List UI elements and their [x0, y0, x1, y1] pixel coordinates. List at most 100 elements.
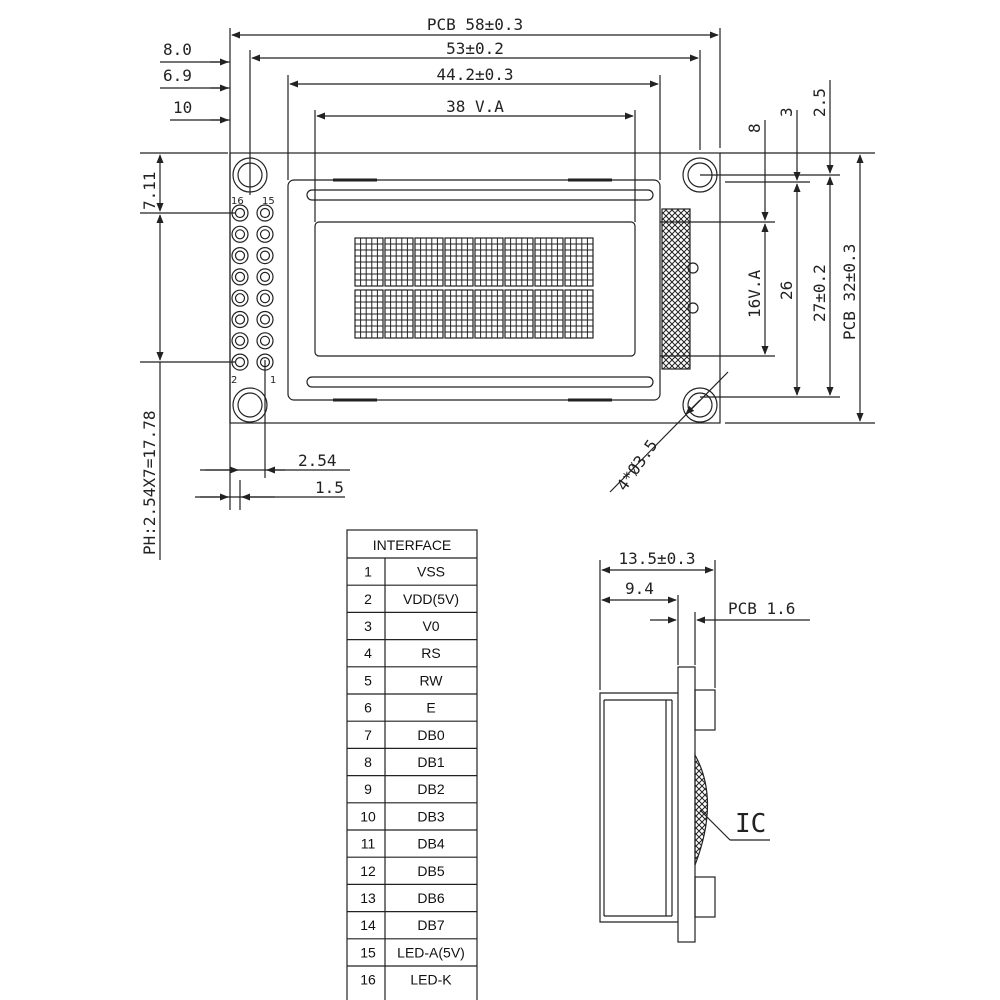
interface-title: INTERFACE — [373, 537, 452, 553]
dim-pitch: PH:2.54X7=17.78 — [140, 411, 159, 556]
interface-pin-name: LED-K — [410, 972, 452, 988]
dim-pcb-width: PCB 58±0.3 — [427, 15, 523, 34]
dim-top-7-11: 7.11 — [140, 171, 159, 210]
dimension-labels: PCB 58±0.3 53±0.2 44.2±0.3 38 V.A 8.0 6.… — [140, 15, 859, 839]
bezel-outline — [287, 179, 661, 401]
interface-pin-number: 1 — [364, 564, 372, 580]
dim-viewing-area-width: 38 V.A — [446, 97, 504, 116]
header-pin — [231, 268, 249, 286]
dim-side-9-4: 9.4 — [625, 579, 654, 598]
char-cell — [444, 289, 474, 339]
interface-pin-name: V0 — [422, 618, 439, 634]
header-pin — [256, 268, 274, 286]
dim-side-pcb: PCB 1.6 — [728, 599, 795, 618]
dim-mounting-holes: 4*Ø3.5 — [613, 436, 662, 494]
character-cells — [354, 237, 594, 339]
header-pin — [256, 225, 274, 243]
interface-pin-number: 11 — [361, 836, 376, 852]
interface-pin-name: RS — [421, 645, 440, 661]
interface-pin-name: E — [426, 700, 435, 716]
ic-label: IC — [735, 809, 766, 839]
interface-pin-number: 15 — [360, 944, 376, 960]
char-cell — [384, 289, 414, 339]
interface-pin-number: 4 — [364, 645, 372, 661]
pin-label-16: 16 — [231, 196, 244, 207]
pin-number-labels: 16 15 2 1 — [231, 196, 276, 386]
header-pin — [256, 247, 274, 265]
header-pin — [231, 289, 249, 307]
header-pin — [256, 289, 274, 307]
char-cell — [534, 289, 564, 339]
dim-hole-span: 53±0.2 — [446, 39, 504, 58]
char-cell — [414, 237, 444, 287]
interface-pin-number: 9 — [364, 781, 372, 797]
header-pin — [256, 310, 274, 329]
interface-pin-number: 6 — [364, 700, 372, 716]
interface-pin-name: DB2 — [417, 781, 444, 797]
dim-right-3: 3 — [777, 107, 796, 117]
dim-left-8: 8.0 — [163, 40, 192, 59]
interface-pin-number: 7 — [364, 727, 372, 743]
header-pin — [231, 332, 249, 350]
dim-right-2-5: 2.5 — [810, 88, 829, 117]
char-cell — [504, 237, 534, 287]
interface-table — [346, 529, 478, 1000]
char-cell — [474, 289, 504, 339]
viewing-area — [314, 221, 636, 357]
dim-right-8: 8 — [745, 123, 764, 133]
char-cell — [354, 289, 384, 339]
header-pin — [256, 332, 274, 350]
side-pcb — [677, 666, 696, 943]
char-cell — [564, 289, 594, 339]
dim-pitch-2-54: 2.54 — [298, 451, 337, 470]
pin-header — [231, 204, 274, 371]
interface-pin-number: 13 — [360, 890, 376, 906]
interface-pin-number: 8 — [364, 754, 372, 770]
interface-pin-number: 10 — [360, 808, 376, 824]
char-cell — [504, 289, 534, 339]
interface-pin-name: DB1 — [417, 754, 444, 770]
char-cell — [534, 237, 564, 287]
dim-pcb-height: PCB 32±0.3 — [840, 244, 859, 340]
header-pin — [256, 204, 274, 222]
pin-label-15: 15 — [262, 196, 275, 207]
backlight-connector — [661, 208, 691, 370]
interface-pin-name: LED-A(5V) — [397, 944, 465, 960]
dim-bezel-height: 26 — [777, 281, 796, 300]
char-cell — [474, 237, 504, 287]
interface-pin-number: 16 — [360, 972, 376, 988]
interface-pin-name: DB5 — [417, 863, 444, 879]
dim-left-10: 10 — [173, 98, 192, 117]
char-cell — [414, 289, 444, 339]
char-cell — [564, 237, 594, 287]
side-view — [599, 666, 770, 943]
interface-pin-name: DB7 — [417, 917, 444, 933]
pin-label-2: 2 — [231, 375, 237, 386]
header-pin — [231, 310, 249, 329]
interface-pin-name: DB0 — [417, 727, 444, 743]
dim-pad-1-5: 1.5 — [315, 478, 344, 497]
interface-pin-name: VDD(5V) — [403, 591, 459, 607]
header-pin — [231, 247, 249, 265]
dim-side-total: 13.5±0.3 — [618, 549, 695, 568]
dim-bezel-width: 44.2±0.3 — [436, 65, 513, 84]
interface-pin-name: VSS — [417, 564, 445, 580]
bezel-bottom-rail — [306, 376, 654, 388]
char-cell — [354, 237, 384, 287]
interface-pin-name: DB6 — [417, 890, 444, 906]
interface-pin-name: RW — [419, 672, 443, 688]
interface-pin-name: DB3 — [417, 808, 444, 824]
interface-pin-number: 14 — [360, 917, 376, 933]
ic-blob — [694, 752, 708, 866]
interface-pin-number: 5 — [364, 672, 372, 688]
char-cell — [444, 237, 474, 287]
front-view — [229, 152, 721, 424]
interface-pin-number: 12 — [360, 863, 376, 879]
pcb-outline — [229, 152, 721, 424]
bezel-top-rail — [306, 189, 654, 201]
dim-viewing-area-height: 16V.A — [745, 269, 764, 318]
interface-pin-number: 2 — [364, 591, 372, 607]
dim-hole-height: 27±0.2 — [810, 264, 829, 322]
